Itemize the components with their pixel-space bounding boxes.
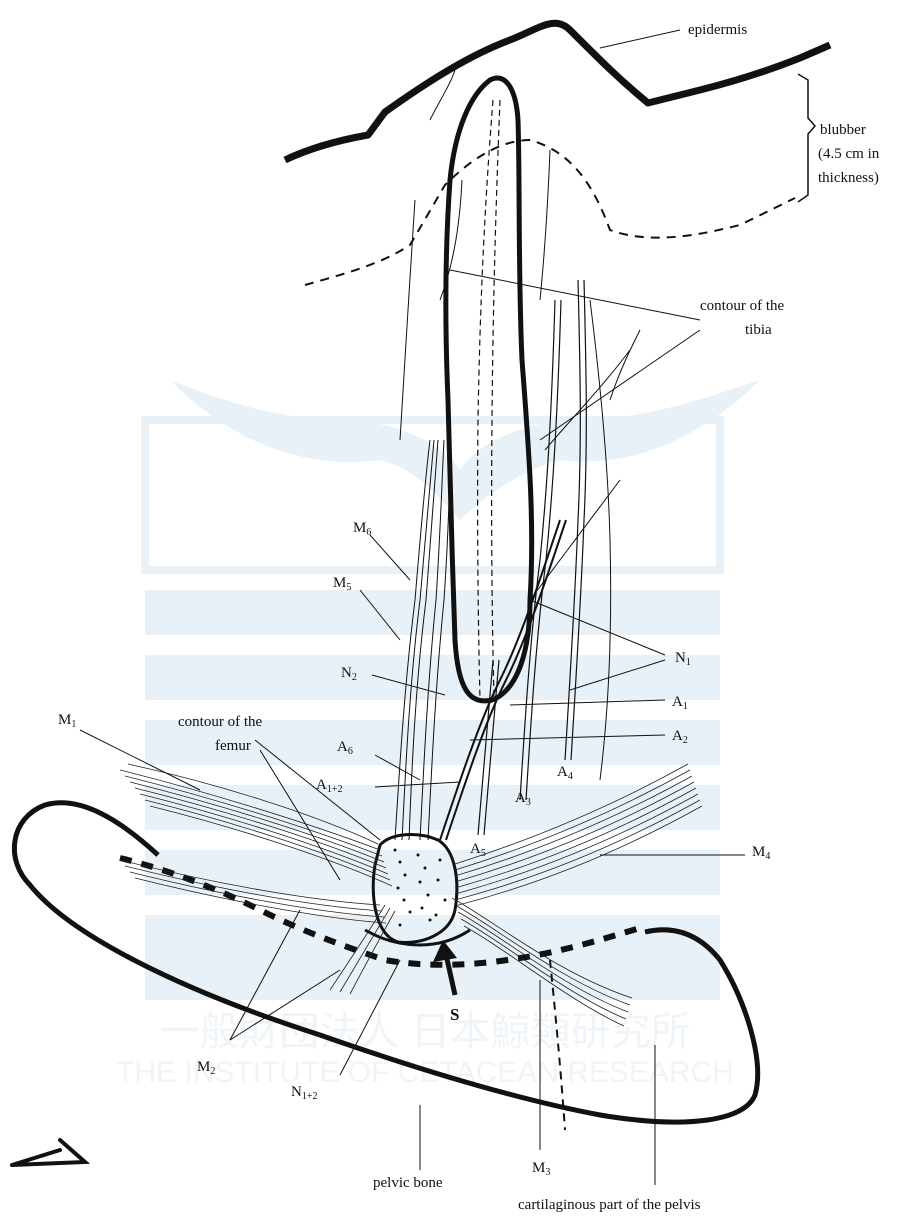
watermark-band-5 — [145, 850, 720, 895]
label-m5: M5 — [333, 575, 351, 593]
label-m4: M4 — [752, 844, 770, 862]
watermark-band-1 — [145, 590, 720, 635]
label-femur-line1: contour of the — [178, 714, 262, 730]
label-blubber-thickness-1: (4.5 cm in — [818, 146, 880, 162]
label-tibia-line1: contour of the — [700, 298, 784, 314]
epidermis-outline — [285, 23, 830, 160]
orientation-arrow — [12, 1140, 85, 1165]
label-n1: N1 — [675, 650, 691, 668]
watermark-band-2 — [145, 655, 720, 700]
label-m3: M3 — [532, 1160, 550, 1178]
label-blubber-thickness-2: thickness) — [818, 170, 879, 186]
label-cartilaginous: cartilaginous part of the pelvis — [518, 1197, 701, 1213]
blubber-bracket — [798, 74, 815, 202]
label-a4: A4 — [557, 764, 573, 782]
watermark-whale-tail — [170, 380, 760, 520]
label-a5: A5 — [470, 841, 486, 859]
watermark-jp: 一般財団法人 日本鯨類研究所 — [159, 1010, 690, 1054]
label-blubber: blubber — [820, 122, 866, 138]
watermark-logo: 一般財団法人 日本鯨類研究所 THE INSTITUTE OF CETACEAN… — [116, 380, 760, 1089]
label-m1: M1 — [58, 712, 76, 730]
label-tibia-line2: tibia — [745, 322, 772, 338]
label-femur-line2: femur — [215, 738, 251, 754]
label-a1-2: A1+2 — [316, 777, 342, 795]
label-m6: M6 — [353, 520, 371, 538]
muscle-m5-m6 — [395, 440, 450, 840]
label-s: S — [450, 1005, 459, 1024]
label-epidermis: epidermis — [688, 22, 747, 38]
label-pelvic-bone: pelvic bone — [373, 1175, 443, 1191]
